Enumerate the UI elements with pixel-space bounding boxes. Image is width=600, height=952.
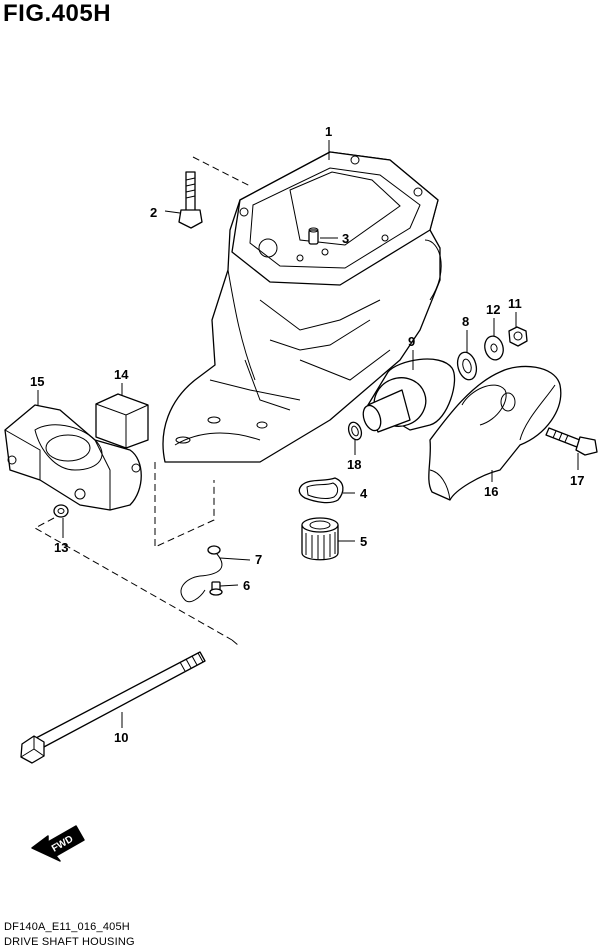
fwd-arrow-icon: FWD (31, 825, 85, 862)
bushing[interactable] (301, 517, 339, 561)
callout-4: 4 (360, 486, 368, 501)
long-bolt[interactable] (20, 651, 206, 764)
callout-11: 11 (508, 296, 522, 311)
callout-9: 9 (408, 334, 415, 349)
o-ring[interactable] (346, 420, 363, 441)
callout-13: 13 (54, 540, 68, 555)
small-washer[interactable] (53, 504, 69, 518)
dowel-pin[interactable] (308, 227, 319, 245)
washer[interactable] (455, 350, 480, 382)
alignment-lines (33, 156, 251, 646)
mount-cover[interactable] (428, 365, 562, 501)
model-code: DF140A_E11_016_405H (4, 921, 130, 933)
callout-10: 10 (114, 730, 128, 745)
mount-rubber[interactable] (360, 358, 456, 433)
callout-3: 3 (342, 231, 349, 246)
drive-shaft-housing[interactable] (162, 151, 442, 463)
mount-bolt[interactable] (545, 427, 598, 456)
bolt[interactable] (178, 171, 203, 229)
callout-8: 8 (462, 314, 469, 329)
callout-5: 5 (360, 534, 367, 549)
callout-17: 17 (570, 473, 584, 488)
washer-large[interactable] (482, 334, 506, 362)
callout-6: 6 (243, 578, 250, 593)
clip[interactable] (180, 545, 223, 603)
callout-15: 15 (30, 374, 44, 389)
nut[interactable] (508, 326, 528, 347)
callout-labels: 1 2 3 4 5 6 7 8 9 10 11 12 13 14 15 16 1… (30, 124, 584, 745)
callout-16: 16 (484, 484, 498, 499)
callout-2: 2 (150, 205, 157, 220)
callout-14: 14 (114, 367, 129, 382)
diagram-caption: DRIVE SHAFT HOUSING (4, 936, 135, 948)
callout-7: 7 (255, 552, 262, 567)
callout-1: 1 (325, 124, 332, 139)
leader-lines (37, 140, 579, 728)
upper-mount-bracket[interactable] (4, 404, 142, 511)
callout-18: 18 (347, 457, 361, 472)
screw[interactable] (209, 581, 223, 596)
figure-title: FIG.405H (3, 0, 112, 27)
stopper-block[interactable] (95, 393, 149, 449)
callout-12: 12 (486, 302, 500, 317)
gasket[interactable] (298, 477, 344, 504)
